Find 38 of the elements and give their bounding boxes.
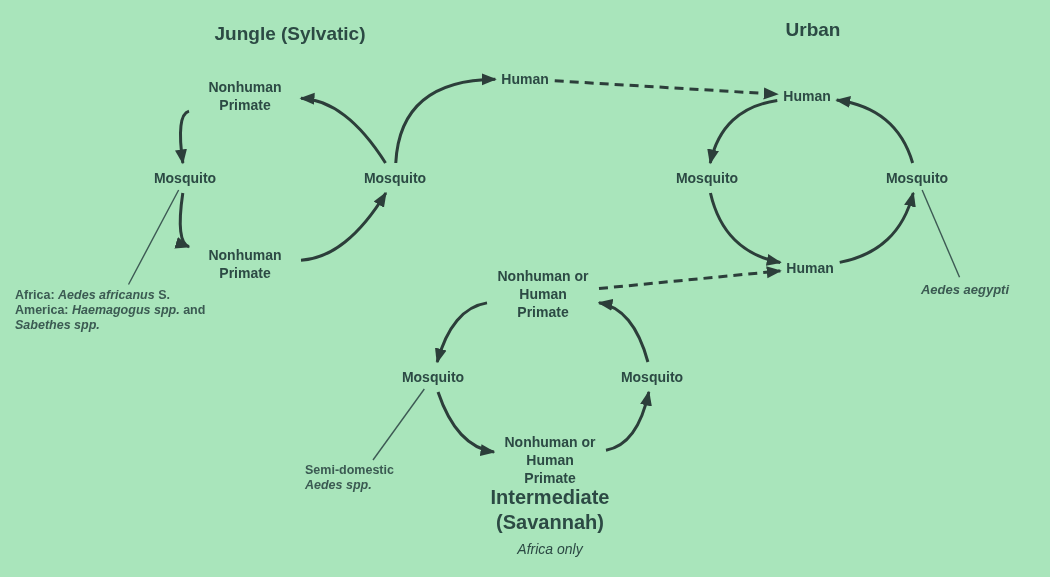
host-label: Mosquito [620,368,684,386]
arrow [597,299,650,363]
cycle-title: Jungle (Sylvatic) [214,22,366,46]
leader-line [127,189,180,286]
host-label: Mosquito [401,368,465,386]
arrow [300,191,388,262]
dashed-arrow [554,79,779,100]
cycle-title: Urban [785,18,841,42]
host-label: Nonhuman Primate [195,78,295,114]
arrow [436,391,496,456]
leader-line [921,189,961,278]
arrow [707,98,778,165]
dashed-arrow [598,266,782,291]
species-note: Africa: Aedes africanus S. America: Haemagogus spp. and Sabethes spp. [15,287,215,333]
arrow [839,191,916,264]
cycle-title: Intermediate (Savannah) [489,485,611,535]
host-label: Mosquito [885,169,949,187]
arrow [835,96,915,164]
host-label: Human [783,87,831,105]
leader-line [372,388,426,461]
arrow [605,390,652,452]
host-label: Human [786,259,834,277]
arrow [174,192,191,249]
host-label: Nonhuman or Human Primate [493,267,593,321]
arrow [394,73,497,164]
host-label: Nonhuman or Human Primate [500,433,600,487]
host-label: Human [501,70,549,88]
species-note: Semi-domestic Aedes spp. [305,463,415,493]
arrow [175,109,190,165]
arrow [299,93,387,164]
host-label: Mosquito [363,169,427,187]
species-note: Aedes aegypti [920,280,1010,300]
host-label: Mosquito [675,169,739,187]
arrow [435,301,488,364]
region-note: Africa only [517,541,583,559]
host-label: Mosquito [153,169,217,187]
host-label: Nonhuman Primate [195,246,295,282]
arrow [709,192,782,266]
